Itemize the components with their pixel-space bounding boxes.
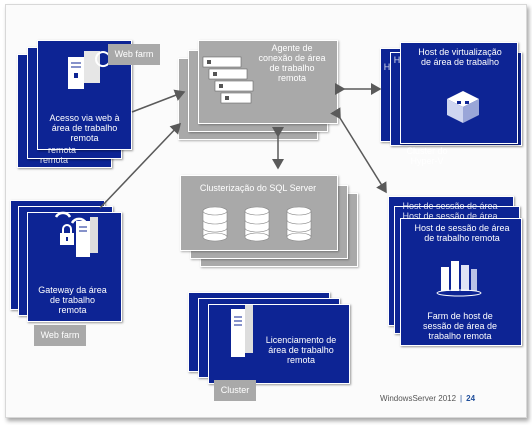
session-host-echo-label-1: Host de sessão de área: [402, 201, 498, 211]
gateway-label-3: remota: [58, 305, 87, 315]
session-farm-label-1: Farm de host de: [427, 311, 493, 321]
web-server-icon: [68, 51, 108, 89]
licensing-server-icon: [231, 305, 253, 357]
virtual-cube-icon: [447, 91, 479, 123]
licensing-label-2: área de trabalho: [268, 345, 334, 355]
web-access-label-3: remota: [70, 133, 99, 143]
gateway-card: [27, 211, 122, 322]
gateway-server-lock-icon: [54, 211, 98, 257]
web-access-label-2: área de trabalho: [51, 123, 118, 133]
licensing-label-3: remota: [286, 355, 315, 365]
virt-host-card: [400, 42, 518, 144]
broker-card: [198, 40, 338, 124]
broker-label-1: Agente de: [271, 43, 313, 53]
broker-label-4: remota: [277, 73, 306, 83]
session-host-echo-label-2: Host de sessão de área: [402, 211, 498, 221]
session-farm-label-3: trabalho remota: [428, 331, 492, 341]
web-farm-top-tag: Web farm: [108, 44, 160, 65]
session-farm-label-2: sessão de área de: [422, 321, 498, 331]
web-access-echo-label-2: remota: [39, 155, 68, 165]
virt-host-echo-label-1: H: [383, 62, 391, 72]
cluster-hyperv-label-1: Cluster do: [406, 146, 448, 156]
cluster-bottom-tag: Cluster: [214, 380, 256, 401]
session-host-label-1: Host de sessão de área: [414, 223, 510, 233]
licensing-label-1: Licenciamento de: [265, 335, 337, 345]
web-access-echo-label-1: remota: [47, 145, 76, 155]
licensing-card: [208, 304, 350, 384]
gateway-label-1: Gateway da área: [38, 285, 107, 295]
session-host-card: [400, 218, 522, 346]
footer-page-number: 24: [466, 394, 476, 403]
web-access-label-1: Acesso via web à: [49, 113, 120, 123]
virt-host-echo-label-2: H: [393, 55, 401, 65]
cluster-hyperv-label-2: Hyper-V: [410, 156, 444, 166]
sql-label: Clusterização do SQL Server: [199, 183, 317, 193]
session-host-building-icon: [436, 261, 482, 297]
virt-host-label-2: de área de trabalho: [420, 57, 500, 67]
footer-separator: |: [460, 394, 463, 403]
footer-product: WindowsServer 2012: [380, 394, 457, 403]
broker-label-3: de trabalho: [269, 63, 315, 73]
broker-label-2: conexão de área: [258, 53, 326, 63]
sql-card: [180, 175, 338, 251]
web-farm-bottom-tag: Web farm: [34, 325, 86, 346]
database-icon: [202, 206, 312, 242]
slide-footer: WindowsServer 2012|24: [380, 394, 475, 403]
virt-host-label-1: Host de virtualização: [418, 47, 502, 57]
web-access-card: [37, 40, 132, 150]
gateway-label-2: de trabalho: [49, 295, 96, 305]
server-stack-icon: [202, 56, 254, 104]
session-host-label-2: de trabalho remota: [424, 233, 500, 243]
